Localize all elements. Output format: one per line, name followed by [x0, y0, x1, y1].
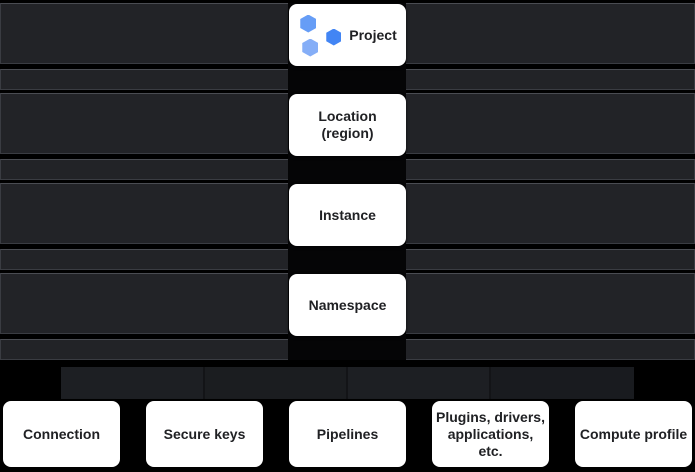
node-secure-keys: Secure keys — [146, 401, 263, 467]
fanout-connector-bracket — [61, 367, 634, 399]
node-plugins-drivers-applications: Plugins, drivers, applications, etc. — [432, 401, 549, 467]
bracket-divider — [346, 367, 348, 399]
bracket-segment — [204, 367, 347, 399]
node-label: Plugins, drivers, applications, etc. — [436, 408, 545, 459]
node-pipelines: Pipelines — [289, 401, 406, 467]
bracket-segment — [490, 367, 634, 399]
bracket-divider — [203, 367, 205, 399]
hexagon-shape — [302, 38, 319, 57]
node-label: Secure keys — [163, 425, 246, 442]
node-namespace: Namespace — [289, 274, 406, 336]
node-label: Location (region) — [318, 108, 377, 141]
node-label: Instance — [319, 206, 376, 223]
bracket-divider — [489, 367, 491, 399]
node-label: Compute profile — [579, 425, 688, 442]
hexagon-shape — [326, 28, 342, 46]
hexagon-shape — [300, 14, 317, 33]
node-compute-profile: Compute profile — [575, 401, 692, 467]
data-fusion-hexagons-icon — [298, 14, 342, 57]
node-location-region: Location (region) — [289, 94, 406, 156]
node-label: Connection — [23, 425, 100, 442]
node-connection: Connection — [3, 401, 120, 467]
node-label: Namespace — [308, 296, 387, 313]
node-label: Pipelines — [316, 425, 379, 442]
node-label: Project — [349, 26, 397, 43]
node-project: Project — [289, 4, 406, 66]
node-instance: Instance — [289, 184, 406, 246]
